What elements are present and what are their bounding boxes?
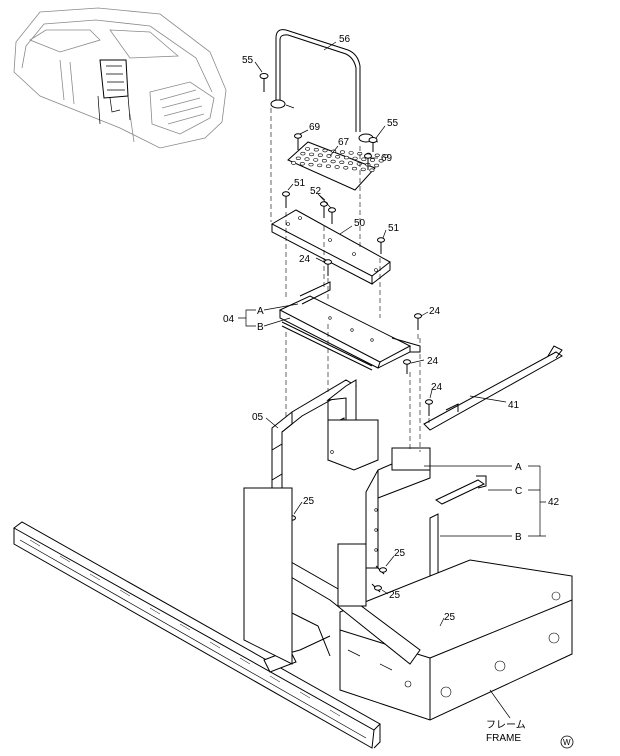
frame-label-english: FRAME — [486, 733, 521, 744]
machine-frame — [13, 419, 573, 749]
step-plate-hole — [335, 155, 341, 159]
step-plate-hole — [356, 162, 362, 166]
step-plate-hole — [374, 153, 380, 158]
bolt-52-right — [328, 207, 336, 224]
step-plate-hole — [304, 157, 310, 161]
bolt-69-left — [294, 133, 302, 150]
label-24-right: 24 — [429, 306, 441, 317]
step-plate-hole — [330, 159, 336, 164]
step-assembly — [278, 281, 421, 371]
label-69-top: 69 — [309, 122, 321, 133]
label-55-right: 55 — [387, 118, 399, 129]
side-rail — [423, 345, 563, 431]
label-51-left: 51 — [294, 178, 306, 189]
step-plate-hole — [309, 152, 315, 157]
label-56: 56 — [339, 34, 351, 45]
assembly-guide-lines — [270, 108, 430, 452]
label-51-right: 51 — [388, 223, 400, 234]
step-plate-hole — [369, 168, 375, 172]
step-plate-hole — [378, 159, 384, 163]
step-plate-hole — [348, 151, 354, 155]
label-67: 67 — [338, 137, 350, 148]
step-plate-hole — [347, 161, 353, 165]
step-plate-hole — [339, 160, 345, 165]
step-plate-hole — [308, 162, 314, 167]
label-69-right: 69 — [381, 153, 393, 164]
bolt-69-right — [364, 153, 372, 170]
bolt-24-right — [414, 313, 422, 330]
bolt-52-left — [320, 201, 328, 218]
step-plate-hole — [321, 159, 327, 163]
bolt-25-b — [375, 565, 387, 575]
step-plate-hole — [322, 148, 328, 153]
step-plate-hole — [339, 150, 345, 154]
corner-mark: W — [560, 735, 574, 749]
label-24-lower: 24 — [427, 356, 439, 367]
label-41: 41 — [508, 400, 520, 411]
step-plate-hole — [351, 166, 357, 171]
label-42-b: B — [515, 532, 522, 543]
label-52: 52 — [310, 186, 322, 197]
step-plate-hole — [291, 161, 297, 165]
machine-thumbnail — [13, 7, 227, 149]
label-42: 42 — [548, 497, 560, 508]
bolt-25-c — [371, 583, 382, 593]
callout-labels: 56 55 55 69 67 69 51 52 50 51 24 04 A B … — [223, 34, 560, 744]
label-25-b: 25 — [394, 548, 406, 559]
step-plate-hole — [326, 154, 332, 158]
step-plate-hole — [369, 158, 375, 162]
label-24-rail: 24 — [431, 382, 443, 393]
label-04: 04 — [223, 314, 235, 325]
step-plate-hole — [313, 158, 319, 162]
step-plate-hole — [300, 151, 306, 156]
step-plate-hole — [343, 155, 349, 160]
label-50: 50 — [354, 218, 366, 229]
bolt-24-rail — [425, 399, 433, 416]
label-55-left: 55 — [242, 55, 254, 66]
label-24-top: 24 — [299, 254, 311, 265]
step-plate-hole — [360, 167, 366, 172]
bolt-24-lower — [403, 359, 411, 374]
bolt-51-right — [377, 237, 385, 254]
bolt-55-left — [259, 73, 269, 92]
label-25-c: 25 — [389, 590, 401, 601]
bolt-51-left — [282, 191, 290, 208]
label-25-a: 25 — [303, 496, 315, 507]
label-25-d: 25 — [444, 612, 456, 623]
label-05: 05 — [252, 412, 264, 423]
bolt-55-right — [368, 137, 378, 152]
step-plate-hole — [361, 157, 367, 161]
label-04-b: B — [257, 322, 264, 333]
step-plate-hole — [374, 163, 380, 168]
step-plate-hole — [313, 148, 319, 152]
handrail — [270, 29, 379, 143]
step-plate-hole — [334, 165, 340, 169]
label-42-a: A — [515, 462, 522, 473]
bracket — [270, 209, 391, 285]
step-plate-hole — [295, 156, 301, 161]
step-plate-hole — [317, 163, 323, 168]
step-plate-hole — [383, 154, 389, 158]
leader-lines — [238, 41, 546, 719]
label-04-a: A — [257, 306, 264, 317]
frame-label-japanese: フレーム — [486, 719, 526, 731]
step-plate-hole — [299, 162, 305, 166]
bolt-24-top — [324, 259, 332, 276]
step-plate-hole — [325, 164, 331, 168]
label-42-c: C — [515, 486, 522, 497]
step-plate-hole — [352, 156, 358, 161]
step-plate-hole — [343, 166, 349, 170]
corner-mark-letter: W — [563, 738, 571, 747]
step-plate-hole — [305, 147, 311, 151]
step-plate-hole — [317, 153, 323, 157]
